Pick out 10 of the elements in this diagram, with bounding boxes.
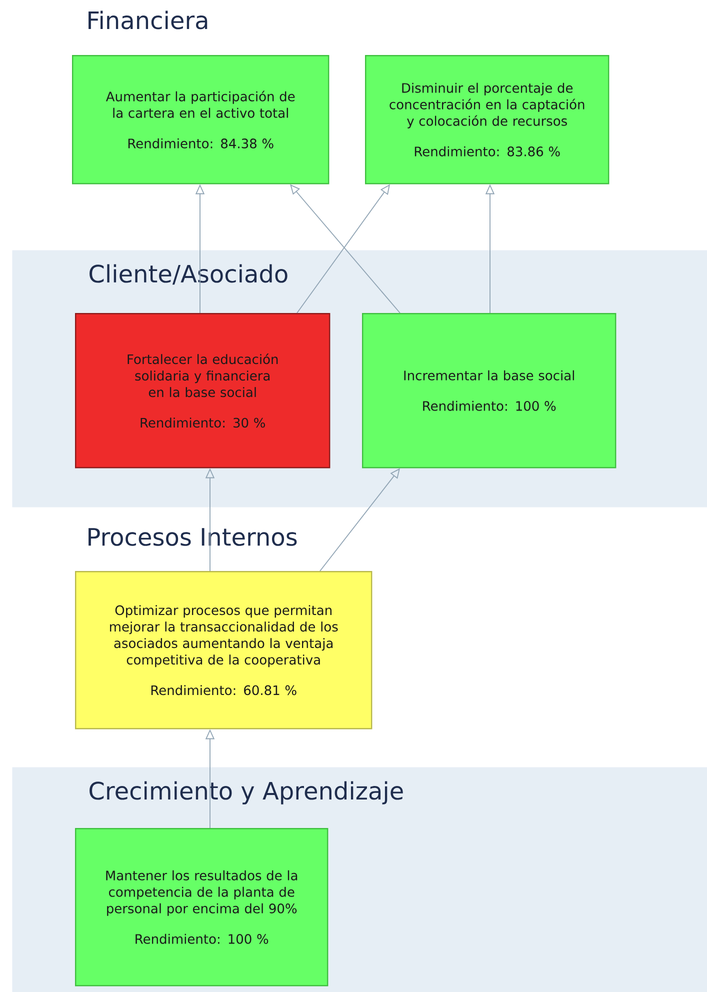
objective-box: Incrementar la base social Rendimiento: 100 % — [362, 313, 616, 468]
section-heading: Cliente/Asociado — [90, 264, 288, 285]
section-heading: Financiera — [88, 10, 208, 30]
section-heading: Procesos Internos — [88, 528, 297, 546]
objective-box: Aumentar la participación de la cartera en el activo total Rendimiento: 84.38 % — [72, 55, 330, 184]
objective-box: Disminuir el porcentaje de concentración en la captación y colocación de recursos Rendimiento: 83.86 % — [365, 55, 610, 184]
section-heading: Crecimiento y Aprendizaje — [90, 781, 403, 804]
objective-box: Optimizar procesos que permitan mejorar la transaccionalidad de los asociados aumentando la ventaja competitiva de la cooperativa Rendimiento: 60.81 % — [75, 571, 372, 730]
objective-box: Mantener los resultados de la competencia de la planta de personal por encima del 90% Rendimiento: 100 % — [75, 828, 328, 986]
objective-box: Fortalecer la educación solidaria y financiera en la base social Rendimiento: 30 % — [75, 313, 330, 468]
